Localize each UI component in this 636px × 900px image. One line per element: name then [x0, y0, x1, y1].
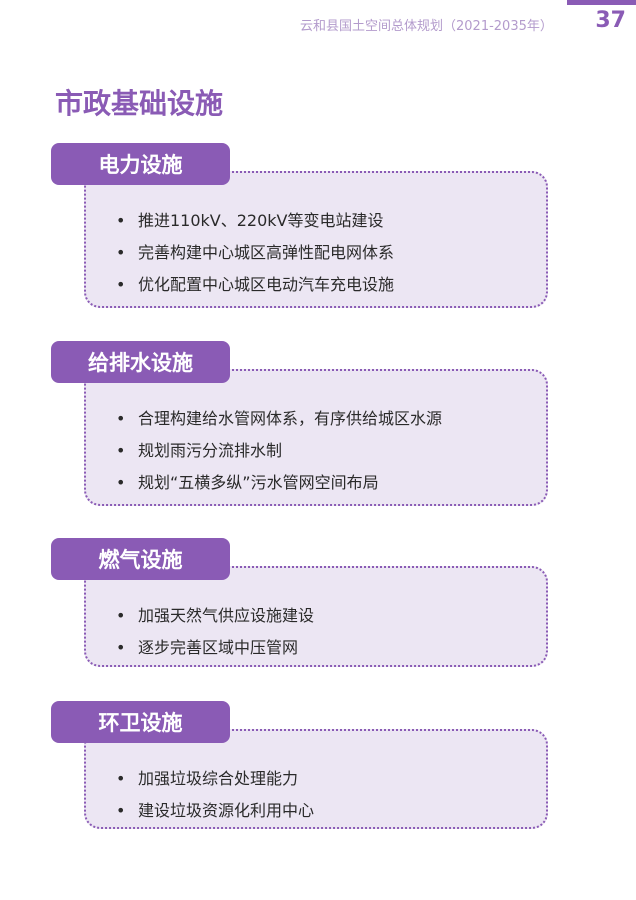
section-box-sanitation: •加强垃圾综合处理能力 •建设垃圾资源化利用中心 — [84, 729, 548, 829]
bullet-icon: • — [116, 211, 126, 230]
page-title: 市政基础设施 — [55, 87, 224, 120]
section-tag-gas: 燃气设施 — [51, 538, 230, 580]
bullet-icon: • — [116, 409, 126, 428]
document-header-title: 云和县国土空间总体规划（2021-2035年） — [300, 19, 553, 34]
list-item: •推进110kV、220kV等变电站建设 — [116, 205, 394, 237]
list-item: •加强垃圾综合处理能力 — [116, 763, 314, 795]
list-item: •逐步完善区域中压管网 — [116, 632, 314, 664]
list-item: •优化配置中心城区电动汽车充电设施 — [116, 269, 394, 301]
bullet-icon: • — [116, 275, 126, 294]
section-tag-sanitation: 环卫设施 — [51, 701, 230, 743]
bullet-list-water: •合理构建给水管网体系，有序供给城区水源 •规划雨污分流排水制 •规划“五横多纵… — [116, 403, 442, 499]
header-accent-bar — [567, 0, 636, 5]
list-item: •加强天然气供应设施建设 — [116, 600, 314, 632]
list-item: •规划雨污分流排水制 — [116, 435, 442, 467]
list-item: •合理构建给水管网体系，有序供给城区水源 — [116, 403, 442, 435]
bullet-list-power: •推进110kV、220kV等变电站建设 •完善构建中心城区高弹性配电网体系 •… — [116, 205, 394, 301]
list-item: •规划“五横多纵”污水管网空间布局 — [116, 467, 442, 499]
bullet-icon: • — [116, 441, 126, 460]
section-box-water: •合理构建给水管网体系，有序供给城区水源 •规划雨污分流排水制 •规划“五横多纵… — [84, 369, 548, 506]
section-box-gas: •加强天然气供应设施建设 •逐步完善区域中压管网 — [84, 566, 548, 667]
section-tag-power: 电力设施 — [51, 143, 230, 185]
bullet-icon: • — [116, 243, 126, 262]
section-tag-water: 给排水设施 — [51, 341, 230, 383]
bullet-icon: • — [116, 801, 126, 820]
list-item: •完善构建中心城区高弹性配电网体系 — [116, 237, 394, 269]
bullet-list-gas: •加强天然气供应设施建设 •逐步完善区域中压管网 — [116, 600, 314, 664]
bullet-icon: • — [116, 769, 126, 788]
list-item: •建设垃圾资源化利用中心 — [116, 795, 314, 827]
section-water: 给排水设施 •合理构建给水管网体系，有序供给城区水源 •规划雨污分流排水制 •规… — [51, 341, 552, 507]
bullet-list-sanitation: •加强垃圾综合处理能力 •建设垃圾资源化利用中心 — [116, 763, 314, 827]
bullet-icon: • — [116, 473, 126, 492]
section-sanitation: 环卫设施 •加强垃圾综合处理能力 •建设垃圾资源化利用中心 — [51, 701, 552, 830]
page-number: 37 — [595, 8, 626, 33]
bullet-icon: • — [116, 606, 126, 625]
section-box-power: •推进110kV、220kV等变电站建设 •完善构建中心城区高弹性配电网体系 •… — [84, 171, 548, 308]
bullet-icon: • — [116, 638, 126, 657]
section-power: 电力设施 •推进110kV、220kV等变电站建设 •完善构建中心城区高弹性配电… — [51, 143, 552, 309]
section-gas: 燃气设施 •加强天然气供应设施建设 •逐步完善区域中压管网 — [51, 538, 552, 668]
